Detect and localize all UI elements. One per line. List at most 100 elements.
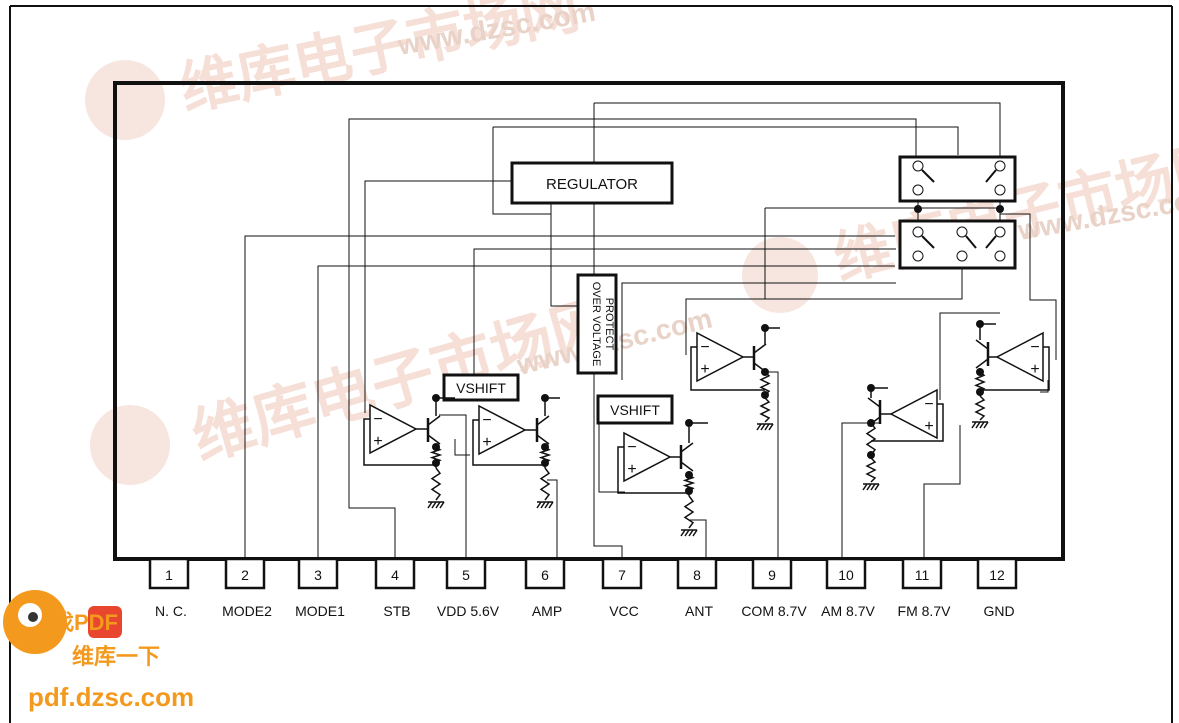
resistor-icon [430, 467, 442, 501]
pin-number: 3 [314, 567, 322, 583]
watermark-logo-icon [90, 405, 170, 485]
pin-number: 4 [391, 567, 399, 583]
switch-arm-icon [985, 235, 997, 249]
pin-number: 9 [768, 567, 776, 583]
pin-label: AM 8.7V [821, 603, 875, 619]
resistor-icon [682, 474, 696, 492]
over-voltage-protect-block: OVER VOLTAGE PROTECT [576, 273, 618, 375]
over-voltage-label-2: PROTECT [603, 298, 615, 351]
switch-arm-icon [985, 169, 997, 183]
pdf-badge: 找PDF 维库一下 pdf.dzsc.com [3, 590, 194, 712]
amplifier-stage-4: −+ [690, 327, 780, 431]
opamp-triangle [623, 431, 672, 483]
switch-contact-icon [994, 160, 1006, 172]
pin-box [901, 557, 943, 590]
pin-label: VCC [609, 603, 639, 619]
opamp-triangle [478, 404, 527, 456]
pin-1: 1N. C. [148, 557, 190, 619]
pin-number: 6 [541, 567, 549, 583]
badge-line2: 维库一下 [72, 644, 160, 669]
over-voltage-label-1: OVER VOLTAGE [590, 282, 602, 367]
pin-number: 1 [165, 567, 173, 583]
switch-contact-icon [912, 184, 924, 196]
switch-contact-icon [994, 184, 1006, 196]
amplifier-stage-6: −+ [971, 323, 1050, 429]
vshift-block-2: VSHIFT [596, 394, 674, 425]
pin-box [524, 557, 566, 590]
pin-number: 7 [618, 567, 626, 583]
opamp-triangle [696, 331, 745, 383]
ic-package-body [113, 81, 1065, 561]
pin-box [148, 557, 190, 590]
pin-box [374, 557, 416, 590]
pin-box [751, 557, 793, 590]
badge-line1: 找PDF [52, 610, 118, 635]
resistor-icon [974, 395, 986, 421]
pin-box [976, 557, 1018, 590]
amplifier-stage-1: −+ [363, 397, 455, 509]
pin-label: AMP [532, 603, 562, 619]
opamp-triangle [889, 388, 938, 440]
pin-11: 11 FM 8.7V [898, 557, 952, 619]
switch-block-top [898, 155, 1017, 203]
amplifier-stage-5: −+ [862, 387, 944, 491]
pin-box [297, 557, 339, 590]
pin-box [825, 557, 867, 590]
opamp-plus: + [700, 361, 709, 378]
watermark-logo-icon [85, 60, 165, 140]
opamp-minus: − [924, 396, 933, 413]
regulator-block: REGULATOR [510, 161, 674, 205]
amplifier-stage-2: −+ [472, 397, 560, 509]
opamp-plus: + [373, 433, 382, 450]
pin-10: 10 AM 8.7V [821, 557, 876, 619]
resistor-icon [865, 422, 877, 456]
opamp-minus: − [627, 439, 636, 456]
switch-contact-icon [912, 226, 924, 238]
resistor-icon [539, 467, 551, 501]
pin-label: COM 8.7V [741, 603, 807, 619]
pin-number: 5 [462, 567, 470, 583]
pin-label: ANT [685, 603, 713, 619]
pin-label: GND [983, 603, 1014, 619]
pin-box [601, 557, 643, 590]
resistor-icon [683, 495, 695, 529]
mascot-icon [28, 612, 38, 622]
pin-label: FM 8.7V [898, 603, 952, 619]
opamp-plus: + [924, 418, 933, 435]
vshift-label: VSHIFT [456, 380, 506, 396]
opamp-plus: + [627, 461, 636, 478]
regulator-label: REGULATOR [546, 176, 638, 193]
opamp-triangle [995, 331, 1044, 383]
wiring [244, 102, 1057, 559]
pin-number: 12 [989, 567, 1005, 583]
switch-contact-icon [994, 250, 1006, 262]
opamp-minus: − [373, 411, 382, 428]
opamp-triangle [369, 403, 418, 455]
vshift-label: VSHIFT [610, 402, 660, 418]
switch-contact-icon [994, 226, 1006, 238]
switch-contact-icon [956, 226, 968, 238]
resistor-icon [538, 446, 552, 464]
amplifier-stages: −+−+−+−+−+−+ [363, 323, 1050, 537]
pin-number: 10 [838, 567, 854, 583]
switch-arm-icon [921, 235, 935, 249]
opamp-minus: − [1030, 339, 1039, 356]
pin-box [445, 557, 487, 590]
watermark-logo-icon [742, 237, 818, 313]
pin-number: 11 [915, 567, 930, 583]
pin-box [224, 557, 266, 590]
pin-box [676, 557, 718, 590]
opamp-minus: − [700, 339, 709, 356]
pin-label: MODE2 [222, 603, 272, 619]
switch-contact-icon [912, 250, 924, 262]
switch-arm-icon [921, 169, 935, 183]
resistor-icon [865, 457, 877, 483]
